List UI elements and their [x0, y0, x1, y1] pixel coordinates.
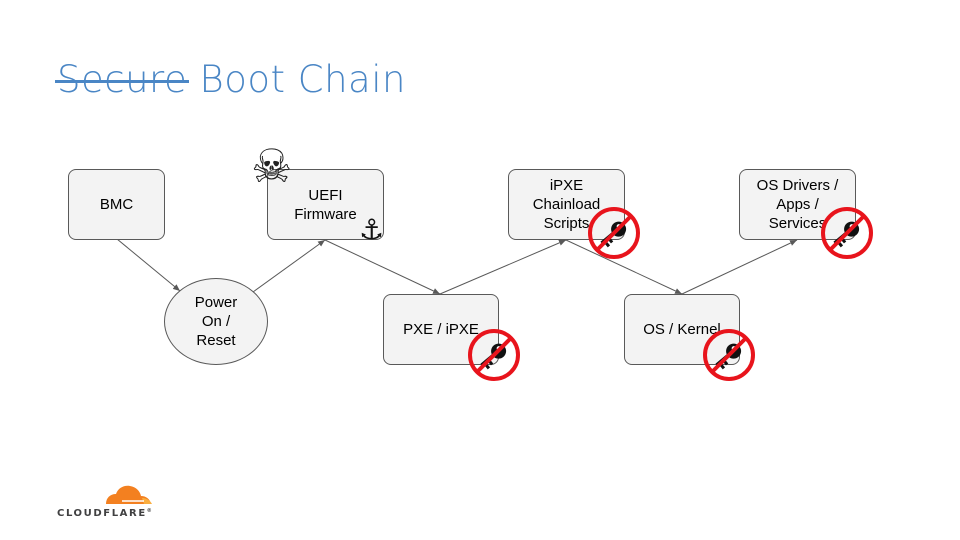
cloudflare-wordmark: CLOUDFLARE®	[57, 508, 152, 519]
node-os-drivers-label: OS Drivers / Apps / Services	[756, 177, 839, 232]
node-bmc: BMC	[68, 169, 165, 240]
arrow-pxe-to-scripts	[439, 239, 567, 295]
slide-title: Secure Boot Chain	[54, 58, 406, 101]
trademark-mark: ®	[146, 508, 152, 514]
node-os-drivers: OS Drivers / Apps / Services	[739, 169, 856, 240]
no-key-icon	[468, 329, 520, 381]
node-ipxe-chainload-scripts: iPXE Chainload Scripts	[508, 169, 625, 240]
title-struck-word: Secure	[54, 58, 190, 101]
title-rest: Boot Chain	[187, 58, 406, 101]
arrow-scripts-to-kernel	[565, 239, 683, 295]
node-bmc-label: BMC	[99, 196, 134, 213]
anchor-icon: ⚓	[359, 213, 385, 246]
arrow-bmc-to-power	[116, 238, 181, 292]
skull-and-crossbones-icon: ☠	[251, 139, 293, 193]
node-power-label: Power On / Reset	[194, 294, 238, 349]
node-pxe-ipxe: PXE / iPXE	[383, 294, 499, 365]
arrow-power-to-uefi	[252, 239, 326, 293]
cloudflare-wordmark-text: CLOUDFLARE	[57, 508, 147, 519]
no-key-icon	[821, 207, 873, 259]
node-ipxe-scripts-label: iPXE Chainload Scripts	[532, 177, 601, 232]
node-power-on-reset: Power On / Reset	[164, 278, 268, 365]
cloudflare-cloud-icon	[106, 485, 152, 504]
arrow-kernel-to-drivers	[681, 239, 798, 295]
arrow-uefi-to-pxe	[324, 239, 441, 295]
node-os-kernel: OS / Kernel	[624, 294, 740, 365]
node-uefi-firmware: UEFI Firmware	[267, 169, 384, 240]
node-os-kernel-label: OS / Kernel	[643, 321, 721, 338]
no-key-icon	[703, 329, 755, 381]
node-pxe-label: PXE / iPXE	[403, 321, 479, 338]
no-key-icon	[588, 207, 640, 259]
node-uefi-label: UEFI Firmware	[294, 186, 357, 223]
